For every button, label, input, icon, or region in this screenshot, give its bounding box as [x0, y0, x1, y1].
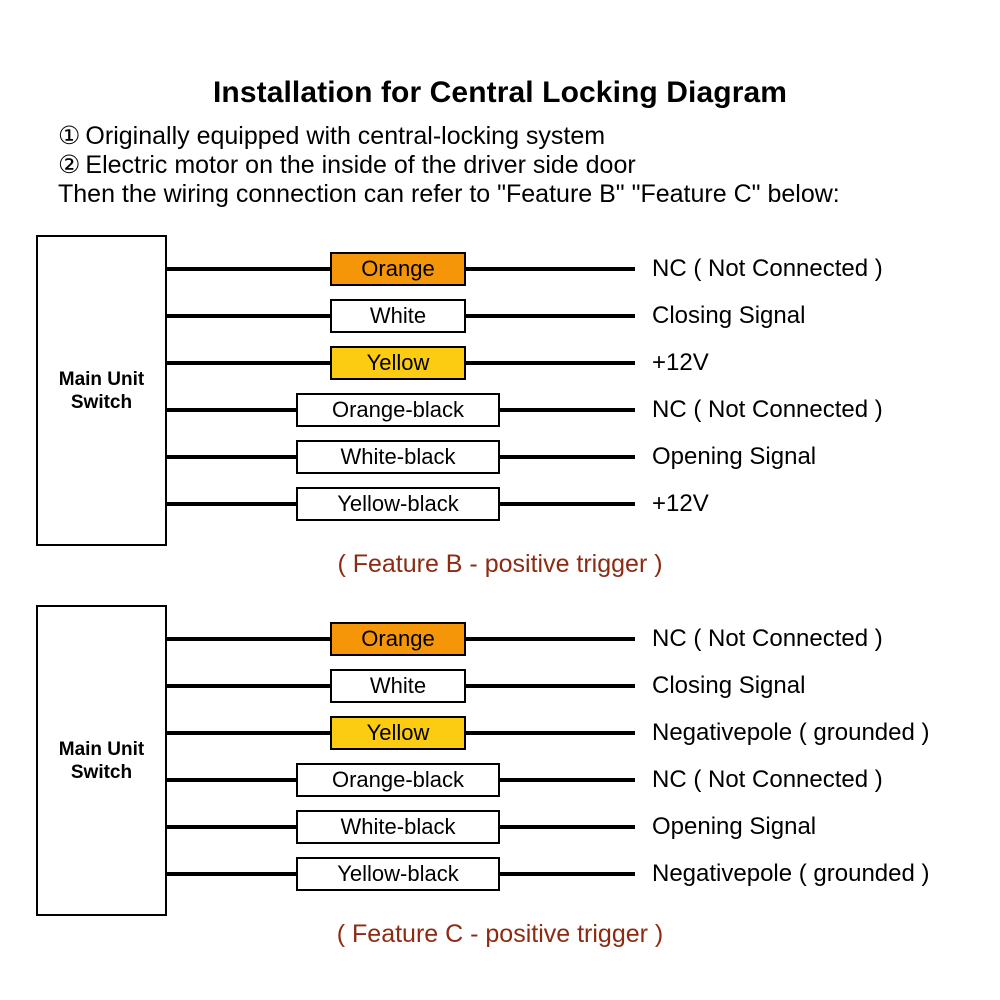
- wire-segment-left: [165, 684, 330, 688]
- wire-row: Orange NC ( Not Connected ): [0, 622, 1000, 656]
- wire-color-box: Yellow: [330, 346, 466, 380]
- circled-number-2-icon: ②: [58, 151, 81, 179]
- signal-label: +12V: [652, 490, 709, 517]
- diagram-feature-b: Main Unit Switch Orange NC ( Not Connecte…: [0, 230, 1000, 580]
- main-unit-switch-label: Main Unit Switch: [58, 738, 145, 783]
- caption-feature-b: ( Feature B - positive trigger ): [337, 550, 663, 578]
- signal-label: NC ( Not Connected ): [652, 396, 883, 423]
- signal-label: Negativepole ( grounded ): [652, 860, 930, 887]
- wire-color-box: White-black: [296, 440, 500, 474]
- wire-row: White-black Opening Signal: [0, 810, 1000, 844]
- diagram-feature-c: Main Unit Switch Orange NC ( Not Connecte…: [0, 600, 1000, 950]
- wire-segment-right: [466, 637, 635, 641]
- wire-segment-left: [165, 502, 296, 506]
- wire-row: White-black Opening Signal: [0, 440, 1000, 474]
- wire-color-box: Orange-black: [296, 763, 500, 797]
- wire-segment-left: [165, 314, 330, 318]
- signal-label: NC ( Not Connected ): [652, 255, 883, 282]
- wire-segment-right: [500, 778, 635, 782]
- wire-color-box: White: [330, 299, 466, 333]
- wire-color-box: Orange: [330, 622, 466, 656]
- wire-segment-left: [165, 267, 330, 271]
- wire-segment-left: [165, 731, 330, 735]
- wire-segment-left: [165, 778, 296, 782]
- wire-segment-left: [165, 825, 296, 829]
- main-unit-switch-box: Main Unit Switch: [36, 605, 167, 916]
- wire-color-box: Yellow-black: [296, 487, 500, 521]
- wire-segment-left: [165, 361, 330, 365]
- signal-label: NC ( Not Connected ): [652, 766, 883, 793]
- wire-color-box: Yellow-black: [296, 857, 500, 891]
- wire-segment-right: [500, 455, 635, 459]
- signal-label: Closing Signal: [652, 672, 806, 699]
- wire-segment-right: [466, 267, 635, 271]
- wire-segment-right: [500, 408, 635, 412]
- wire-row: Orange-black NC ( Not Connected ): [0, 393, 1000, 427]
- wire-color-box: Yellow: [330, 716, 466, 750]
- wire-row: Yellow-black Negativepole ( grounded ): [0, 857, 1000, 891]
- caption-feature-c: ( Feature C - positive trigger ): [336, 920, 664, 948]
- wire-segment-right: [466, 361, 635, 365]
- wire-segment-right: [500, 872, 635, 876]
- signal-label: Negativepole ( grounded ): [652, 719, 930, 746]
- wire-row: White Closing Signal: [0, 669, 1000, 703]
- wire-segment-right: [466, 731, 635, 735]
- wire-segment-right: [466, 684, 635, 688]
- wire-segment-right: [500, 825, 635, 829]
- wire-segment-left: [165, 637, 330, 641]
- wire-row: White Closing Signal: [0, 299, 1000, 333]
- wire-segment-right: [466, 314, 635, 318]
- note-text-1: Originally equipped with central-locking…: [85, 122, 606, 150]
- signal-label: NC ( Not Connected ): [652, 625, 883, 652]
- wire-color-box: White-black: [296, 810, 500, 844]
- signal-label: Opening Signal: [652, 813, 817, 840]
- note-text-2: Electric motor on the inside of the driv…: [85, 151, 636, 179]
- wire-segment-left: [165, 872, 296, 876]
- wire-row: Orange-black NC ( Not Connected ): [0, 763, 1000, 797]
- wire-segment-right: [500, 502, 635, 506]
- note-line-3: Then the wiring connection can refer to …: [58, 180, 840, 208]
- main-unit-switch-label: Main Unit Switch: [58, 368, 145, 413]
- wire-row: Yellow Negativepole ( grounded ): [0, 716, 1000, 750]
- wire-segment-left: [165, 408, 296, 412]
- circled-number-1-icon: ①: [58, 122, 81, 150]
- wire-color-box: Orange-black: [296, 393, 500, 427]
- wire-segment-left: [165, 455, 296, 459]
- wire-row: Yellow-black +12V: [0, 487, 1000, 521]
- signal-label: Closing Signal: [652, 302, 806, 329]
- wire-color-box: Orange: [330, 252, 466, 286]
- wire-row: Orange NC ( Not Connected ): [0, 252, 1000, 286]
- signal-label: +12V: [652, 349, 709, 376]
- main-unit-switch-box: Main Unit Switch: [36, 235, 167, 546]
- wire-row: Yellow +12V: [0, 346, 1000, 380]
- page-title: Installation for Central Locking Diagram: [212, 76, 788, 109]
- wire-color-box: White: [330, 669, 466, 703]
- signal-label: Opening Signal: [652, 443, 817, 470]
